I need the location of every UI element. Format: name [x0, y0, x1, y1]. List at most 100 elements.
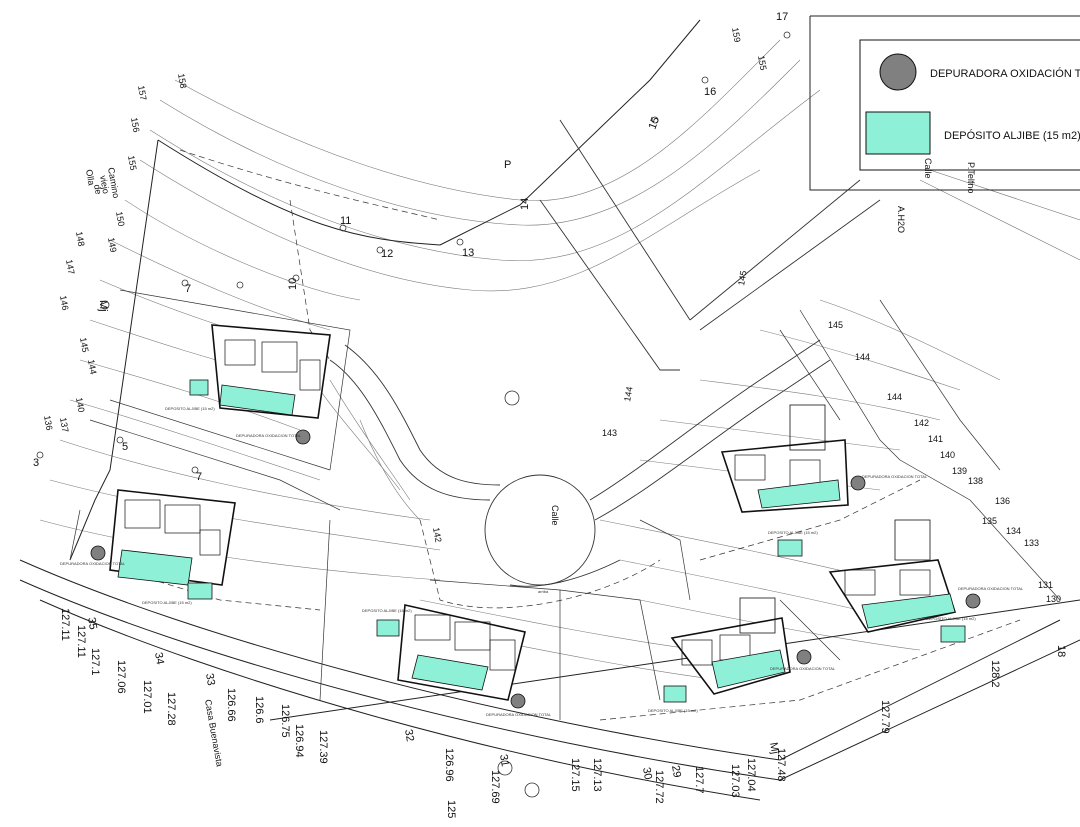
road-calle-label-top: Calle [923, 158, 933, 179]
treat-label-5: DEPURADORA OXIDACION TOTAL [958, 586, 1024, 591]
arriba-label: arriba [538, 589, 549, 594]
elev-127-06: 127.06 [115, 660, 127, 694]
elev-125: 125 [445, 800, 457, 818]
contour-149: 149 [106, 237, 118, 254]
tank-label-1: DEPOSITO ALJIBE (15 m2) [165, 406, 215, 411]
tank-label-2: DEPOSITO ALJIBE (15 m2) [142, 600, 192, 605]
point-30: 30 [640, 766, 654, 780]
treatment-1 [295, 429, 311, 445]
point-17: 17 [776, 11, 788, 23]
contour-136a: 136 [42, 415, 54, 432]
treat-label-2: DEPURADORA OXIDACION TOTAL [60, 561, 126, 566]
contour-148: 148 [74, 231, 86, 248]
viejo-label: viejo [98, 175, 111, 195]
treat-label-1: DEPURADORA OXIDACION TOTAL [236, 433, 302, 438]
elev-127-04: 127.04 [745, 758, 757, 792]
elev-126-94: 126.94 [293, 724, 305, 758]
point-5: 5 [122, 441, 128, 453]
contour-142a: 142 [914, 418, 929, 428]
contour-138: 138 [968, 476, 983, 486]
tank-label-6: DEPOSITO ALJIBE (15 m2) [648, 708, 698, 713]
elev-127-72: 127.72 [653, 770, 665, 804]
contour-133: 133 [1024, 538, 1039, 548]
legend-treatment-symbol [879, 53, 917, 91]
elev-127-15: 127.15 [569, 758, 581, 792]
tank-label-4: DEPOSITO ALJIBE (15 m2) [768, 530, 818, 535]
point-34: 34 [152, 651, 166, 665]
contour-157: 157 [136, 85, 148, 102]
elev-127-01: 127.01 [141, 680, 153, 714]
contour-150: 150 [114, 211, 126, 228]
contour-136b: 136 [995, 496, 1010, 506]
point-13: 13 [462, 247, 474, 259]
elev-127-13: 127.13 [591, 758, 603, 792]
point-11: 11 [340, 215, 351, 227]
elev-127-11b: 127.11 [75, 625, 87, 658]
treat-label-3: DEPURADORA OXIDACION TOTAL [486, 712, 552, 717]
road-calle [329, 119, 881, 587]
parcel-lines [69, 289, 1061, 720]
elev-127-39: 127.39 [317, 730, 329, 764]
contour-144b: 144 [855, 352, 870, 362]
point-10: 10 [287, 278, 299, 290]
elev-127-7: 127.7 [693, 766, 705, 794]
contour-lines [39, 39, 1080, 681]
contour-145c: 145 [828, 320, 843, 330]
contour-145a: 145 [78, 337, 90, 354]
legend-tank-symbol [865, 111, 931, 155]
point-15: 15 [647, 115, 662, 131]
road-calle-label-center: Calle [550, 505, 560, 526]
contour-144c: 144 [887, 392, 902, 402]
contour-140b: 140 [940, 450, 955, 460]
elev-126-75: 126.75 [279, 704, 291, 738]
treat-label-6: DEPURADORA OXIDACION TOTAL [770, 666, 836, 671]
point-markers [36, 31, 969, 798]
contour-labels: 159 155 158 157 156 155 150 149 148 147 … [42, 27, 1061, 604]
contour-139: 139 [952, 466, 967, 476]
elev-127-79: 127.79 [879, 700, 891, 734]
point-7b: 7 [196, 471, 202, 483]
contour-144a: 144 [86, 359, 98, 376]
elev-128-2: 128.2 [989, 660, 1001, 688]
point-mj: Mj [97, 300, 109, 312]
contour-141: 141 [928, 434, 943, 444]
contour-142b: 142 [431, 527, 443, 544]
house-1 [211, 324, 331, 419]
contour-155a: 155 [756, 55, 768, 72]
telefono-label: P.Telfno [966, 162, 976, 193]
water-label: A.H2O [896, 206, 906, 233]
tank-label-3: DEPOSITO ALJIBE (15 m2) [362, 608, 412, 613]
house-3 [397, 604, 526, 701]
contour-137: 137 [58, 417, 70, 434]
treatment-3 [510, 693, 526, 709]
tank-1 [189, 379, 209, 396]
treat-label-4: DEPURADORA OXIDACION TOTAL [862, 474, 928, 479]
treatment-5 [965, 593, 981, 609]
contour-144d: 144 [622, 386, 634, 403]
contour-143: 143 [602, 428, 617, 438]
elev-127-03: 127.03 [729, 764, 741, 798]
point-33: 33 [203, 672, 217, 686]
tank-5 [940, 625, 966, 643]
elevation-labels: 127.1 127.11 127.11 127.06 127.01 127.28… [59, 608, 1001, 818]
point-35: 35 [85, 616, 99, 630]
elev-126-66: 126.66 [225, 688, 237, 722]
point-31: 31 [497, 753, 511, 767]
p-label: P [504, 159, 511, 171]
olla-label: Olla [84, 169, 97, 187]
contour-145b: 145 [736, 270, 748, 287]
legend-treatment-label: DEPURADORA OXIDACIÓN T [930, 67, 1080, 80]
legend-tank-label: DEPÓSITO ALJIBE (15 m2) [944, 129, 1080, 142]
contour-130: 130 [1046, 594, 1061, 604]
point-7a: 7 [185, 283, 191, 295]
point-12: 12 [381, 248, 393, 260]
point-18: 18 [1055, 645, 1067, 657]
point-16: 16 [704, 86, 716, 98]
house-6 [670, 597, 791, 695]
contour-147: 147 [64, 259, 76, 276]
contour-159: 159 [730, 27, 742, 44]
legend: DEPURADORA OXIDACIÓN T DEPÓSITO ALJIBE (… [859, 39, 1080, 171]
point-29: 29 [669, 764, 683, 778]
contour-158: 158 [176, 73, 188, 90]
